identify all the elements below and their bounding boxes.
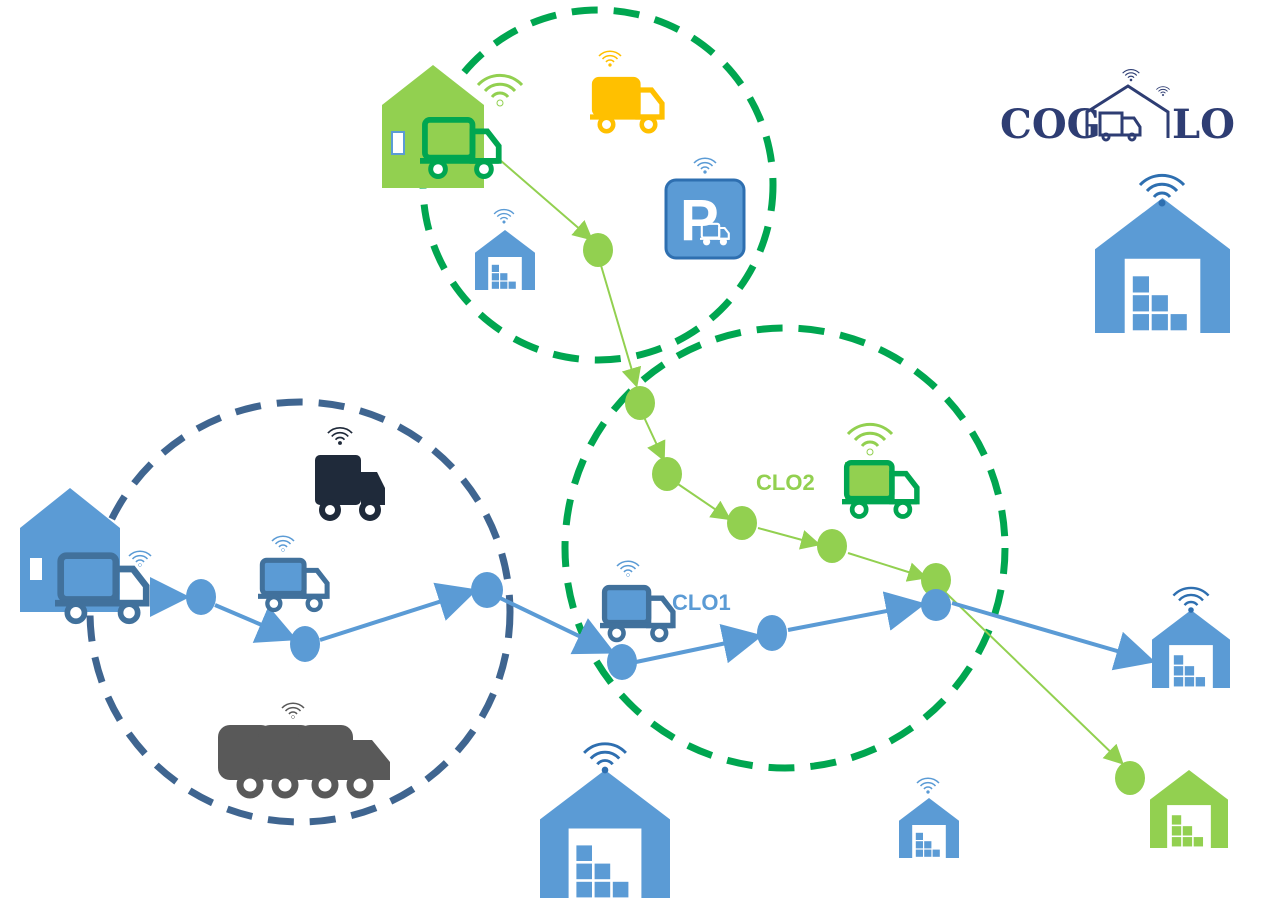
route-node [1115, 761, 1145, 795]
cogilo-logo: COG LO [1000, 68, 1235, 148]
route-node [921, 589, 951, 621]
clo2-label: CLO2 [756, 470, 815, 495]
left-cluster-circle [86, 398, 514, 826]
logo-wifi-small-icon [1155, 86, 1171, 97]
right-cluster-circle [561, 324, 1009, 772]
route-node [186, 579, 216, 615]
blue-truck-second-icon [258, 535, 327, 610]
blue-truck-start-icon [55, 550, 152, 621]
blue-route [150, 577, 1156, 671]
route-node [757, 615, 787, 651]
route-node [583, 233, 613, 267]
clo1-label: CLO1 [672, 590, 731, 615]
green-nodes [583, 233, 1145, 795]
route-node [727, 506, 757, 540]
large-warehouse-right-icon [1095, 173, 1230, 333]
route-node [921, 563, 951, 597]
blue-nodes [186, 572, 951, 680]
small-warehouse-top-icon [475, 208, 535, 290]
svg-text:P: P [680, 188, 719, 253]
route-node [625, 386, 655, 420]
yellow-truck-icon [590, 50, 662, 131]
green-truck-clo2-icon [842, 422, 917, 516]
black-truck-icon [315, 426, 385, 521]
route-node [471, 572, 503, 608]
small-warehouse-bottom-icon [899, 777, 959, 858]
blue-truck-clo1-icon [600, 560, 673, 640]
logo-left-text: COG [1000, 101, 1101, 148]
route-node [607, 644, 637, 680]
destination-warehouse-green-icon [1150, 770, 1228, 848]
large-warehouse-bottom-icon [540, 742, 670, 898]
route-node [652, 457, 682, 491]
green-route [499, 159, 1124, 765]
logo-wifi-icon [1122, 68, 1140, 82]
parking-icon: P [664, 157, 746, 260]
destination-warehouse-blue-icon [1152, 586, 1230, 688]
logo-house-icon [1085, 84, 1170, 142]
green-truck-top-icon [420, 73, 524, 176]
route-node [817, 529, 847, 563]
platoon-trucks-icon [218, 702, 390, 799]
route-node [290, 626, 320, 662]
logo-right-text: LO [1172, 101, 1235, 148]
